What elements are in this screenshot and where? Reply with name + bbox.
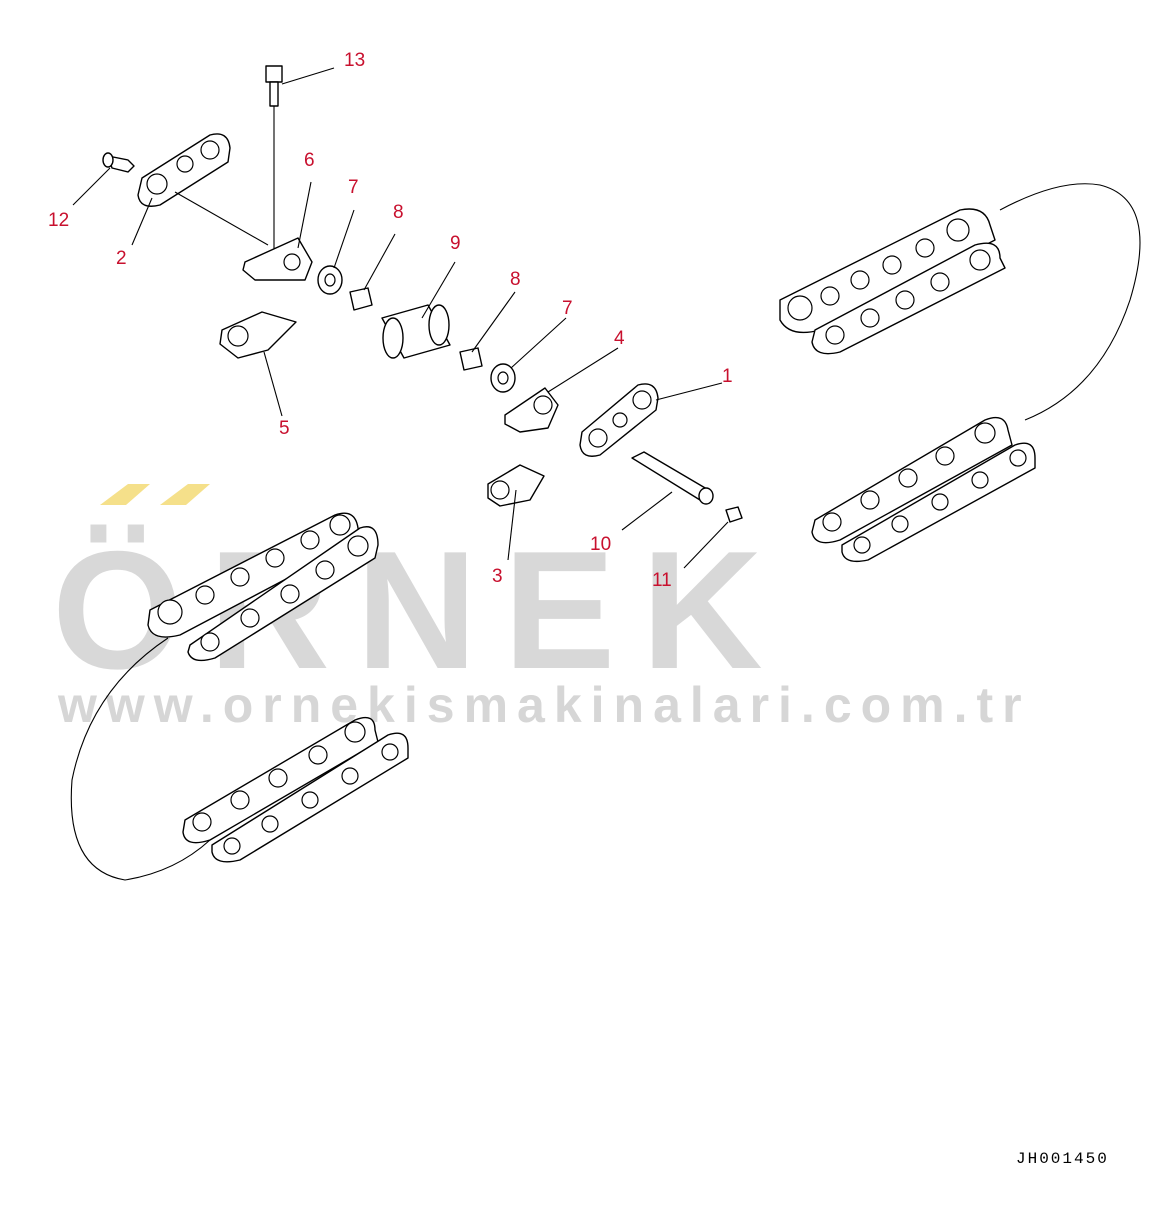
callout-2: 2 bbox=[116, 248, 127, 269]
part-5-link-segment bbox=[219, 311, 297, 359]
watermark-url: www.ornekismakinalari.com.tr bbox=[57, 677, 1031, 733]
callout-5: 5 bbox=[279, 418, 290, 439]
track-chain-right-middle bbox=[811, 416, 1036, 563]
callout-8-right: 8 bbox=[510, 269, 521, 290]
callout-1: 1 bbox=[722, 366, 733, 387]
watermark-accent-mark bbox=[160, 484, 210, 505]
part-7-washer-hole bbox=[324, 273, 336, 287]
callout-9: 9 bbox=[450, 233, 461, 254]
leader-lines bbox=[72, 67, 729, 569]
callout-3: 3 bbox=[492, 566, 503, 587]
part-6-shoe-plate bbox=[242, 237, 313, 281]
leader-line bbox=[174, 191, 269, 246]
callout-12: 12 bbox=[48, 210, 69, 231]
track-chain-left-middle bbox=[147, 512, 379, 662]
watermark-accent-mark bbox=[100, 484, 150, 505]
callout-7-right: 7 bbox=[562, 298, 573, 319]
part-7-washer-hole bbox=[497, 371, 509, 385]
callout-10: 10 bbox=[590, 534, 611, 555]
part-1-track-link bbox=[579, 383, 659, 457]
part-11-spacer bbox=[725, 506, 743, 523]
callout-13: 13 bbox=[344, 50, 365, 71]
part-8-seal bbox=[459, 347, 483, 371]
drawing-id-label: JH001450 bbox=[1016, 1150, 1109, 1168]
callouts: 13 6 7 8 9 8 7 4 1 12 2 5 3 10 11 bbox=[48, 50, 733, 591]
part-10-pin bbox=[631, 451, 714, 505]
chain-continuation-curve-right bbox=[999, 183, 1141, 421]
callout-11: 11 bbox=[652, 570, 672, 591]
callout-4: 4 bbox=[614, 328, 625, 349]
track-chain-lower-left bbox=[182, 716, 409, 863]
callout-7-left: 7 bbox=[348, 177, 359, 198]
part-3-link-segment bbox=[487, 464, 545, 507]
chain-continuation-curve-left bbox=[70, 637, 211, 881]
callout-8-left: 8 bbox=[393, 202, 404, 223]
track-chain-upper-right bbox=[779, 208, 1006, 355]
part-4-link-segment bbox=[504, 387, 559, 433]
part-13-long-bolt bbox=[265, 65, 283, 250]
part-12-bolt bbox=[102, 152, 135, 173]
part-8-seal bbox=[349, 287, 373, 311]
part-2-master-link bbox=[137, 133, 231, 207]
callout-6: 6 bbox=[304, 150, 315, 171]
part-9-bushing bbox=[381, 304, 451, 359]
